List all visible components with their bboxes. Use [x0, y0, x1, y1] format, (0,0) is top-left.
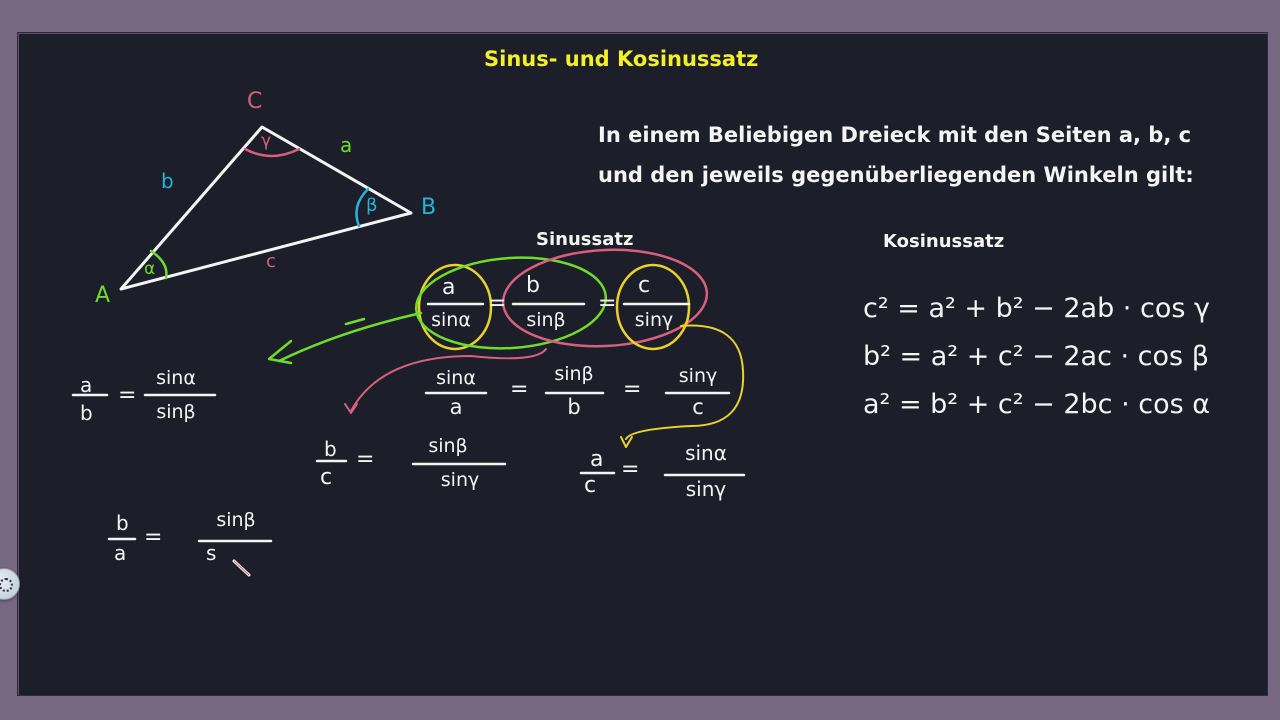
kosinussatz-heading: Kosinussatz — [883, 231, 1005, 252]
inv-num: sinγ — [678, 365, 718, 387]
intro-line-1: In einem Beliebigen Dreieck mit den Seit… — [598, 123, 1192, 147]
derived-lhs-num: a — [590, 447, 604, 472]
derived-lhs-num: b — [324, 437, 337, 461]
main-b-den: sinβ — [526, 309, 566, 331]
gamma-arc — [243, 147, 301, 158]
equals: = — [118, 383, 137, 408]
sinussatz-heading: Sinussatz — [536, 229, 634, 250]
angle-gamma-label: γ — [261, 131, 272, 151]
equals: = — [510, 377, 529, 402]
inv-den: a — [449, 395, 463, 419]
intro-text: In einem Beliebigen Dreieck mit den Seit… — [598, 115, 1194, 195]
equals: = — [621, 457, 640, 482]
inv-den: c — [692, 395, 704, 419]
main-b-num: b — [526, 273, 540, 298]
green-arrow — [277, 311, 423, 363]
yellow-circle-a — [417, 263, 493, 351]
vertex-c-label: C — [247, 89, 263, 114]
cosine-law-a: a² = b² + c² − 2bc · cos α — [863, 389, 1211, 420]
derived-rhs-den: sinβ — [156, 401, 196, 423]
angle-beta-label: β — [366, 195, 378, 216]
pink-circle-bc — [501, 248, 709, 348]
equals: = — [356, 447, 375, 472]
side-c-label: c — [266, 251, 276, 272]
derived-rhs-den: sinγ — [685, 477, 727, 501]
cosine-law-c: c² = a² + b² − 2ab · cos γ — [863, 293, 1210, 324]
yellow-circle-c — [615, 263, 691, 351]
vertex-b-label: B — [421, 195, 437, 220]
cosine-law-b: b² = a² + c² − 2ac · cos β — [863, 341, 1209, 372]
main-a-den: sinα — [431, 309, 471, 331]
beta-arc — [355, 187, 370, 228]
derived-rhs-num: sinα — [685, 441, 727, 465]
inv-num: sinβ — [554, 363, 594, 385]
slide-title: Sinus- und Kosinussatz — [484, 47, 759, 71]
pink-arrow — [350, 348, 547, 412]
yellow-arrow — [625, 324, 745, 440]
inv-den: b — [567, 395, 581, 419]
vertex-a-label: A — [95, 283, 111, 308]
equals: = — [488, 291, 507, 316]
triangle-figure — [119, 125, 413, 291]
side-a-label: a — [340, 133, 353, 157]
derived-lhs-den: b — [80, 401, 93, 425]
equals: = — [598, 291, 617, 316]
derived-rhs-den: sinγ — [440, 469, 480, 491]
main-a-num: a — [442, 275, 456, 300]
intro-line-2: und den jeweils gegenüberliegenden Winke… — [598, 163, 1194, 187]
derived-rhs-den: s — [206, 541, 217, 565]
main-c-num: c — [638, 273, 651, 298]
equals: = — [144, 525, 163, 550]
derived-lhs-den: c — [320, 465, 333, 490]
main-c-den: sinγ — [634, 309, 674, 331]
angle-alpha-label: α — [144, 259, 156, 279]
equals: = — [623, 377, 642, 402]
derived-rhs-num: sinβ — [428, 435, 468, 457]
derived-rhs-num: sinβ — [216, 509, 256, 531]
inv-num: sinα — [436, 367, 476, 389]
derived-lhs-num: a — [80, 373, 93, 397]
derived-lhs-den: a — [114, 541, 127, 565]
fraction-bars — [71, 302, 746, 543]
whiteboard-canvas[interactable]: Sinus- und Kosinussatz In einem Beliebig… — [17, 32, 1268, 696]
green-circle-ab — [414, 256, 608, 350]
side-b-label: b — [161, 169, 174, 193]
handwriting-layer — [71, 125, 746, 577]
kosinussatz-formulas: c² = a² + b² − 2ab · cos γ b² = a² + c² … — [863, 285, 1210, 429]
derived-lhs-den: c — [584, 473, 597, 498]
derived-rhs-num: sinα — [156, 367, 196, 389]
derived-lhs-num: b — [116, 511, 129, 535]
alpha-arc — [149, 249, 168, 280]
